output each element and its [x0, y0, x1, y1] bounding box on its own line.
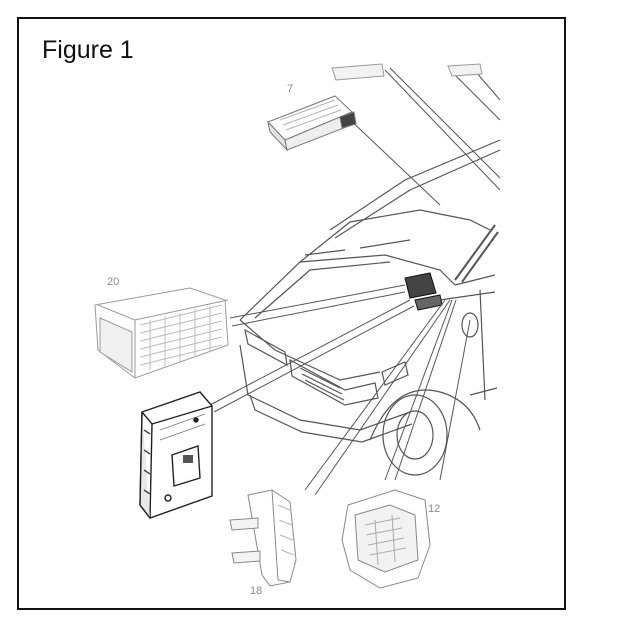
figure-title: Figure 1	[42, 36, 134, 64]
vehicle-outline	[239, 139, 501, 476]
callout-12: 12	[428, 503, 440, 515]
top-fragment	[331, 63, 483, 81]
callout-18: 18	[250, 585, 262, 597]
connector-block-20	[94, 287, 229, 379]
leader-lines	[209, 64, 501, 496]
callout-7: 7	[287, 83, 293, 95]
cowl-module	[404, 272, 443, 311]
ecu-module	[139, 391, 213, 519]
switch-panel-18	[229, 489, 297, 587]
callout-20: 20	[107, 276, 119, 288]
relay-cluster-12	[341, 489, 431, 589]
overhead-module-7	[267, 95, 357, 152]
